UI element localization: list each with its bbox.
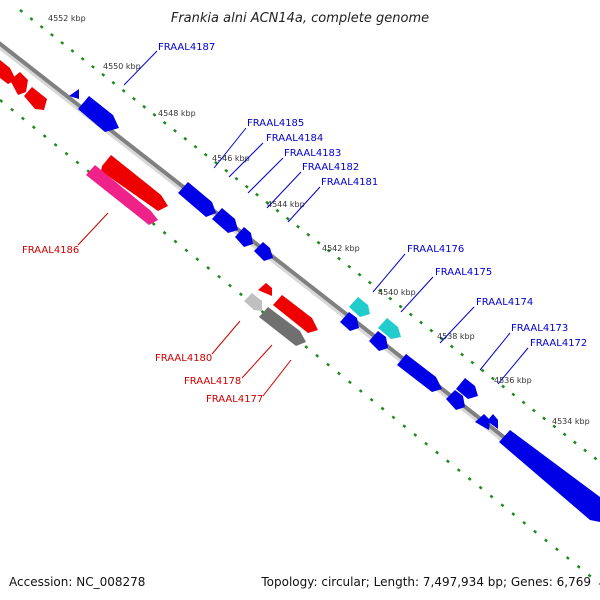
topology-text: Topology: circular; Length: 7,497,934 bp… xyxy=(260,575,591,589)
gene-FRAAL4184[interactable] xyxy=(212,208,238,233)
kbp-label: 4540 kbp xyxy=(378,288,416,297)
accession-text: Accession: NC_008278 xyxy=(9,575,145,589)
kbp-scale-labels: 4552 kbp 4550 kbp 4548 kbp 4546 kbp 4544… xyxy=(48,14,590,426)
gene-FRAAL4180-light[interactable] xyxy=(244,293,262,311)
kbp-label: 4536 kbp xyxy=(494,376,532,385)
gene-FRAAL4173b[interactable] xyxy=(487,414,498,429)
gene-label-FRAAL4180[interactable]: FRAAL4180 xyxy=(155,353,212,364)
gene-red-top-3[interactable] xyxy=(24,87,47,110)
gene-red-top-1[interactable] xyxy=(0,60,16,84)
gene-label-FRAAL4182[interactable]: FRAAL4182 xyxy=(302,162,359,173)
kbp-label: 4544 kbp xyxy=(267,200,305,209)
forward-genes xyxy=(69,89,600,522)
gene-FRAAL4175[interactable] xyxy=(397,354,442,392)
gene-label-FRAAL4175[interactable]: FRAAL4175 xyxy=(435,267,492,278)
gene-FRAAL4180-red[interactable] xyxy=(258,283,272,296)
gene-label-FRAAL4187[interactable]: FRAAL4187 xyxy=(158,42,215,53)
gene-label-FRAAL4176[interactable]: FRAAL4176 xyxy=(407,244,464,255)
gene-FRAAL4187-arrow[interactable] xyxy=(69,89,79,99)
reverse-genes xyxy=(0,60,318,346)
reverse-gene-label-texts: FRAAL4186 FRAAL4180 FRAAL4178 FRAAL4177 xyxy=(22,245,263,405)
gene-FRAAL4176[interactable] xyxy=(369,331,388,351)
gene-FRAAL4174b[interactable] xyxy=(456,378,478,399)
gene-label-FRAAL4185[interactable]: FRAAL4185 xyxy=(247,118,304,129)
gene-label-FRAAL4184[interactable]: FRAAL4184 xyxy=(266,133,323,144)
kbp-label: 4546 kbp xyxy=(212,154,250,163)
kbp-label: 4542 kbp xyxy=(322,244,360,253)
gene-label-FRAAL4183[interactable]: FRAAL4183 xyxy=(284,148,341,159)
gene-FRAAL4181[interactable] xyxy=(340,312,359,331)
gene-FRAAL4176-cyan[interactable] xyxy=(349,297,370,317)
gene-FRAAL4186[interactable] xyxy=(101,155,168,211)
gene-label-FRAAL4178[interactable]: FRAAL4178 xyxy=(184,376,241,387)
map-title: Frankia alni ACN14a, complete genome xyxy=(171,11,429,26)
gene-FRAAL4185[interactable] xyxy=(178,182,216,217)
gene-label-FRAAL4177[interactable]: FRAAL4177 xyxy=(206,394,263,405)
kbp-label: 4548 kbp xyxy=(158,109,196,118)
kbp-label: 4550 kbp xyxy=(103,62,141,71)
gene-FRAAL4177[interactable] xyxy=(259,307,306,346)
reverse-gene-labels xyxy=(77,212,292,397)
forward-tick-track xyxy=(19,9,600,463)
gene-FRAAL4182[interactable] xyxy=(254,242,273,261)
gene-label-FRAAL4172[interactable]: FRAAL4172 xyxy=(530,338,587,349)
gene-FRAAL4183[interactable] xyxy=(235,227,253,247)
kbp-label: 4538 kbp xyxy=(437,332,475,341)
forward-gene-labels xyxy=(123,50,529,385)
gene-label-FRAAL4186[interactable]: FRAAL4186 xyxy=(22,245,79,256)
gene-FRAAL4187-body[interactable] xyxy=(78,96,119,132)
gene-FRAAL4172[interactable] xyxy=(499,430,600,522)
kbp-label: 4552 kbp xyxy=(48,14,86,23)
gene-FRAAL4186-pink[interactable] xyxy=(86,165,158,225)
kbp-label: 4534 kbp xyxy=(552,417,590,426)
gene-FRAAL4175-cyan[interactable] xyxy=(378,318,401,339)
gene-label-FRAAL4174[interactable]: FRAAL4174 xyxy=(476,297,533,308)
gene-label-FRAAL4173[interactable]: FRAAL4173 xyxy=(511,323,568,334)
gene-FRAAL4178[interactable] xyxy=(273,295,318,333)
gene-label-FRAAL4181[interactable]: FRAAL4181 xyxy=(321,177,378,188)
forward-gene-label-texts: FRAAL4187 FRAAL4185 FRAAL4184 FRAAL4183 … xyxy=(158,42,587,349)
gene-red-top-2[interactable] xyxy=(10,72,28,95)
gene-FRAAL4174[interactable] xyxy=(446,390,465,410)
gene-FRAAL4173[interactable] xyxy=(475,414,490,430)
